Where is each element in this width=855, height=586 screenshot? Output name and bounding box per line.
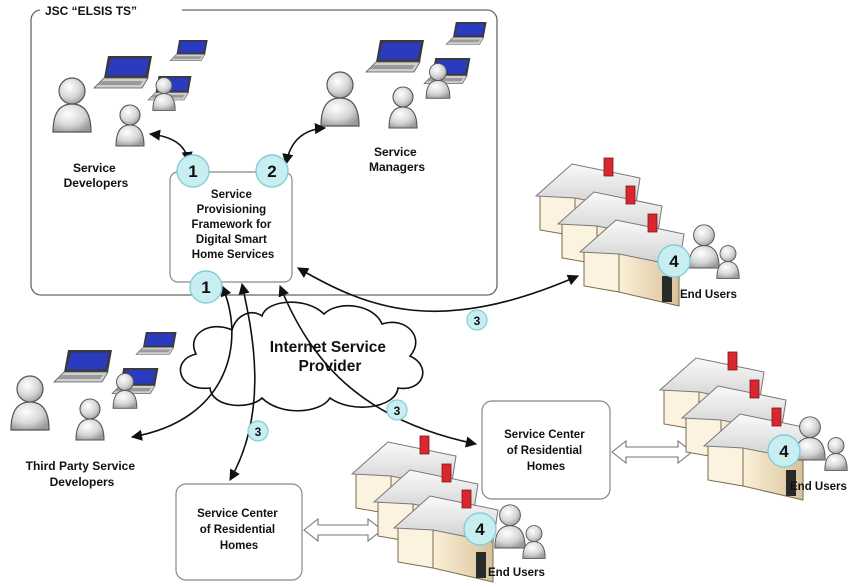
svg-text:2: 2 [267, 162, 276, 181]
svg-text:4: 4 [669, 252, 679, 271]
badge-3-right: 3 [386, 399, 408, 421]
laptop-icon [135, 331, 177, 355]
laptop-icon [445, 21, 487, 45]
service-center-right-arrow [278, 284, 478, 448]
svg-text:1: 1 [188, 162, 197, 181]
service-center-left-label: Service Center of Residential Homes [197, 508, 281, 552]
end-users-top-arrow [297, 267, 580, 312]
person-icon [522, 525, 546, 559]
end-users-label: End Users [680, 289, 737, 301]
service-developers-group [52, 39, 209, 147]
managers-framework-arrow [282, 123, 327, 166]
badge-4-top: 4 [657, 244, 691, 278]
badge-3-top: 3 [466, 309, 488, 331]
service-center-box-right [481, 400, 611, 500]
svg-text:3: 3 [394, 404, 401, 418]
badge-2-managers: 2 [255, 154, 289, 188]
internet-cloud [179, 301, 424, 412]
end-users-label: End Users [790, 481, 847, 493]
service-center-box-left [175, 483, 303, 581]
service-center-right-label: Service Center of Residential Homes [504, 429, 588, 473]
developers-framework-arrow [148, 129, 193, 164]
person-icon [320, 71, 360, 127]
person-icon [52, 77, 92, 133]
svg-text:3: 3 [255, 425, 262, 439]
framework-label: Service Provisioning Framework for Digit… [191, 189, 274, 261]
badge-1-third-party: 1 [189, 270, 223, 304]
center-homes-double-arrow [303, 517, 383, 543]
svg-text:3: 3 [474, 314, 481, 328]
center-homes-double-arrow [611, 439, 693, 465]
service-center-left-arrow [229, 282, 256, 481]
person-icon [115, 104, 145, 147]
third-party-group [10, 331, 177, 441]
house-cluster-bottom [351, 435, 499, 583]
svg-text:4: 4 [779, 442, 789, 461]
svg-text:4: 4 [475, 520, 485, 539]
framework-box [169, 171, 293, 283]
badge-4-bottom: 4 [463, 512, 497, 546]
person-icon [688, 224, 720, 269]
company-label: JSC “ELSIS TS” [45, 4, 137, 18]
house-cluster-right [659, 351, 809, 501]
service-managers-group [320, 21, 487, 129]
third-party-arrow [130, 284, 233, 441]
svg-text:1: 1 [201, 278, 210, 297]
badge-4-right: 4 [767, 434, 801, 468]
service-developers-label: Service Developers [64, 161, 129, 190]
end-users-bottom [494, 504, 546, 559]
end-users-top [688, 224, 740, 279]
company-boundary [30, 9, 498, 296]
person-icon [10, 375, 50, 431]
laptop-icon [53, 349, 113, 383]
person-icon [75, 398, 105, 441]
laptop-icon [93, 55, 153, 89]
badge-1-developers: 1 [176, 154, 210, 188]
third-party-label: Third Party Service Developers [26, 459, 139, 489]
person-icon [388, 86, 418, 129]
person-icon [824, 437, 848, 471]
person-icon [494, 504, 526, 549]
end-users-label: End Users [488, 567, 545, 579]
laptop-icon [365, 39, 425, 73]
laptop-icon [169, 39, 209, 62]
badge-3-left: 3 [247, 420, 269, 442]
service-managers-label: Service Managers [369, 145, 425, 174]
person-icon [716, 245, 740, 279]
